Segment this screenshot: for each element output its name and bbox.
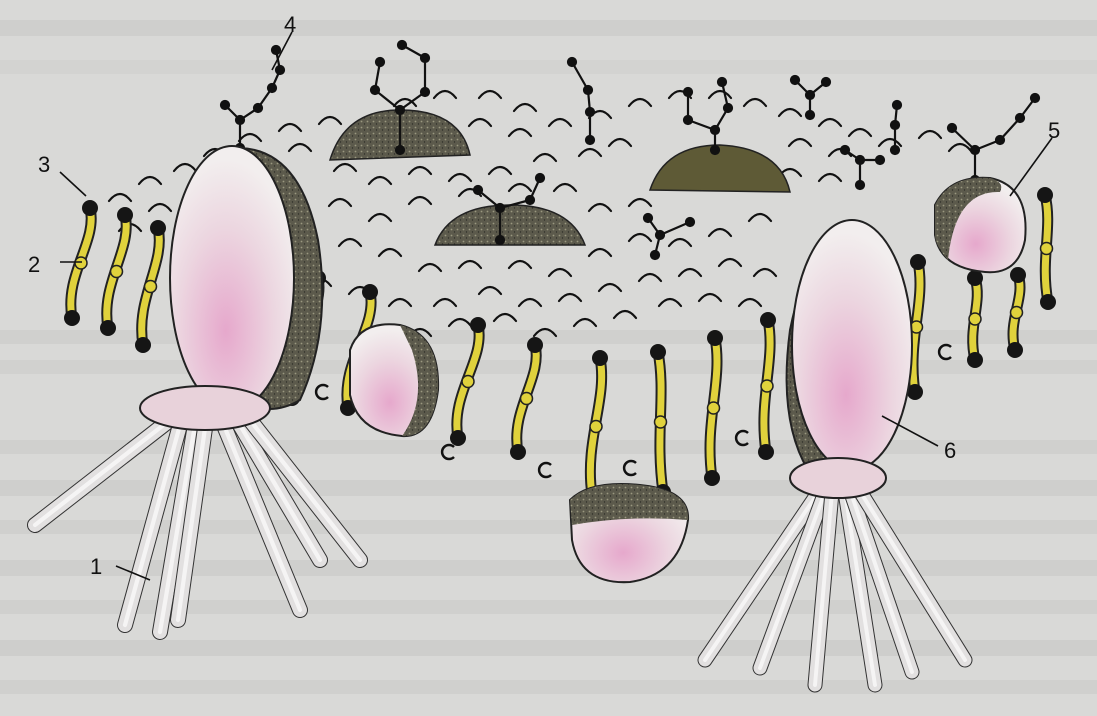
label-5: 5 bbox=[1048, 118, 1060, 143]
label-1: 1 bbox=[90, 554, 102, 579]
integral-protein-right bbox=[787, 220, 912, 498]
peripheral-protein-center-left bbox=[350, 324, 438, 436]
integral-protein-left bbox=[140, 146, 322, 430]
peripheral-protein-top-right bbox=[935, 178, 1026, 273]
label-6: 6 bbox=[944, 438, 956, 463]
label-3: 3 bbox=[38, 152, 50, 177]
label-4: 4 bbox=[284, 12, 296, 37]
label-2: 2 bbox=[28, 252, 40, 277]
